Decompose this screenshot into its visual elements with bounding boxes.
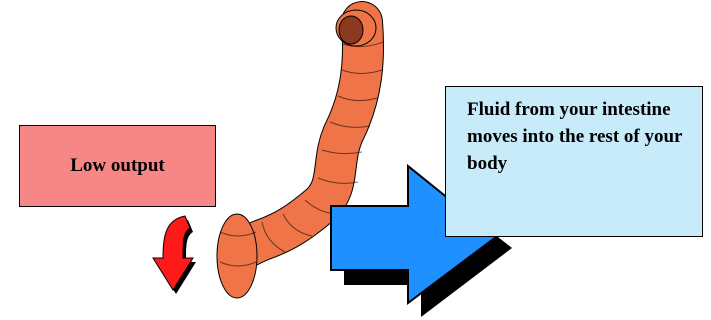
arrow-down-curved-icon bbox=[153, 216, 196, 294]
low-output-text: Low output bbox=[70, 155, 165, 177]
fluid-movement-label: Fluid from your intestine moves into the… bbox=[445, 86, 703, 237]
fluid-movement-text: Fluid from your intestine moves into the… bbox=[467, 99, 682, 174]
low-output-label: Low output bbox=[19, 125, 216, 207]
